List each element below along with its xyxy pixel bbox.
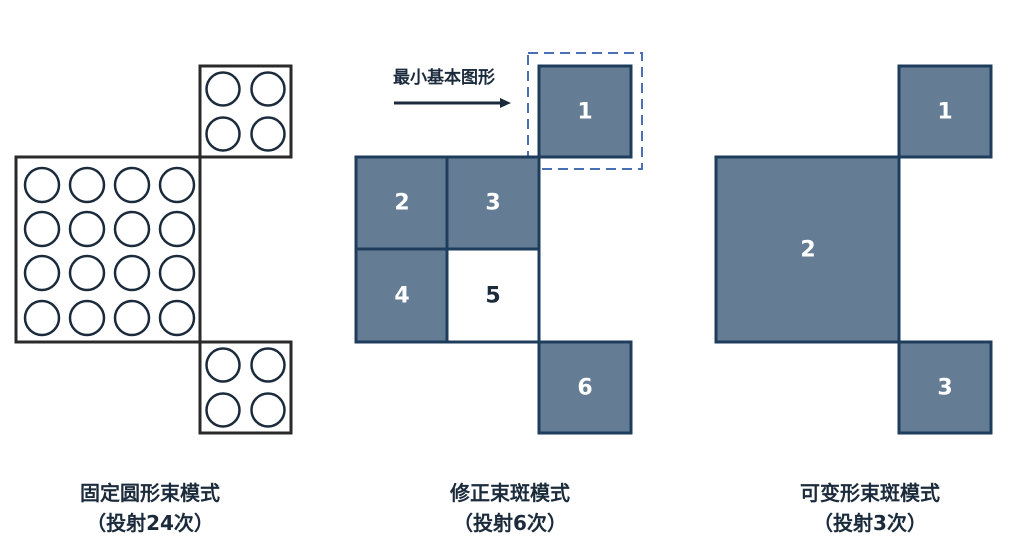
corrected-beam-figure	[354, 52, 643, 435]
circle-icon	[205, 116, 241, 152]
cell-4	[354, 247, 449, 344]
circle-icon	[158, 299, 196, 337]
circle-icon	[23, 166, 61, 204]
circle-icon	[250, 347, 286, 383]
variable-shaped-beam-figure	[714, 64, 993, 435]
cell-2	[354, 155, 449, 251]
circle-icon	[113, 210, 151, 248]
caption-fixed-circular-beam: 固定圆形束模式 （投射24次）	[0, 478, 300, 538]
circle-icon	[113, 166, 151, 204]
circle-icon	[113, 299, 151, 337]
circle-icon	[68, 299, 106, 337]
bottom-small-square	[198, 340, 293, 435]
circle-icon	[158, 210, 196, 248]
circle-icon	[23, 299, 61, 337]
fixed-circular-beam-figure	[14, 64, 293, 435]
circle-icon	[23, 254, 61, 292]
circle-icon	[23, 210, 61, 248]
shape-2	[714, 155, 901, 344]
caption-shot-count: （投射24次）	[86, 511, 214, 535]
caption-corrected-beam: 修正束斑模式 （投射6次）	[360, 478, 660, 538]
cell-6	[537, 340, 633, 435]
main-square	[14, 155, 202, 344]
caption-title: 固定圆形束模式	[80, 481, 220, 505]
circle-icon	[205, 347, 241, 383]
cell-4-number: 4	[394, 283, 410, 309]
circle-icon	[205, 392, 241, 428]
arrow-right-icon	[394, 98, 511, 108]
caption-variable-shaped-beam: 可变形束斑模式 （投射3次）	[720, 478, 1020, 538]
cell-6-number: 6	[577, 375, 593, 401]
cell-1-number: 1	[577, 99, 593, 125]
circle-icon	[68, 166, 106, 204]
shape-3-number: 3	[937, 375, 953, 401]
cell-2-number: 2	[394, 190, 410, 216]
beam-circles	[23, 71, 286, 428]
top-small-square	[198, 64, 293, 159]
shape-3	[897, 340, 993, 435]
circle-icon	[250, 392, 286, 428]
shape-2-number: 2	[800, 237, 816, 263]
caption-shot-count: （投射3次）	[813, 511, 927, 535]
circle-icon	[68, 254, 106, 292]
circle-icon	[250, 71, 286, 107]
caption-title: 修正束斑模式	[450, 481, 570, 505]
shape-1	[897, 64, 993, 159]
cell-5	[445, 247, 541, 344]
cell-5-number: 5	[485, 283, 501, 309]
caption-title: 可变形束斑模式	[800, 481, 940, 505]
shape-1-number: 1	[937, 99, 953, 125]
circle-icon	[250, 116, 286, 152]
circle-icon	[158, 254, 196, 292]
circle-icon	[68, 210, 106, 248]
circle-icon	[205, 71, 241, 107]
minimum-basic-shape-label: 最小基本图形	[393, 68, 495, 88]
cell-1	[537, 64, 633, 159]
minimum-shape-highlight	[527, 52, 643, 170]
cell-3-number: 3	[485, 190, 501, 216]
circle-icon	[158, 166, 196, 204]
caption-shot-count: （投射6次）	[453, 511, 567, 535]
circle-icon	[113, 254, 151, 292]
